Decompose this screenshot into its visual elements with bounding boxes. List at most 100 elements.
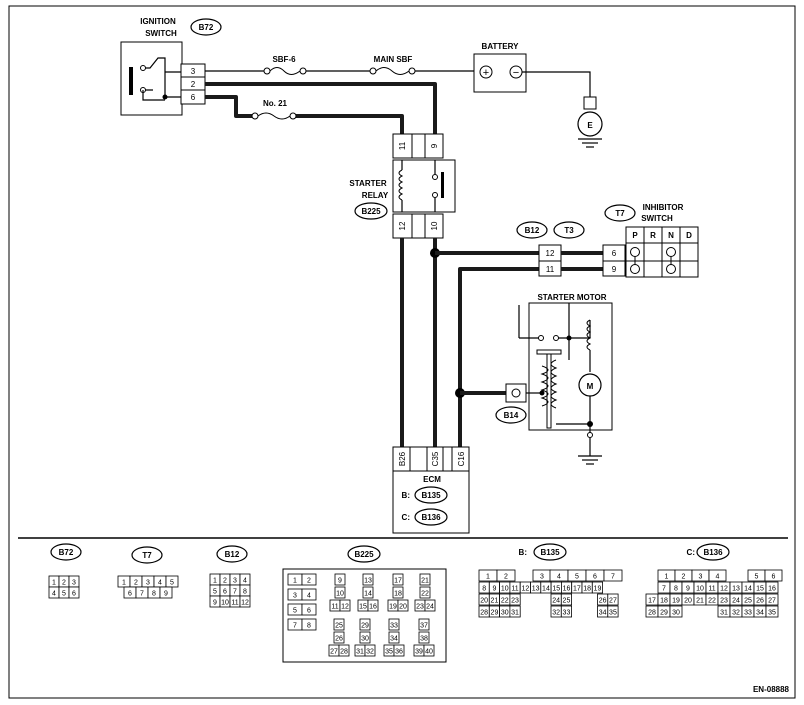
relay-bottom-pins xyxy=(392,213,444,239)
face-b135-pin-label: 27 xyxy=(609,598,617,605)
face-b225-pin-label: 23 xyxy=(416,604,424,611)
face-b225-pin-label: 11 xyxy=(331,604,338,611)
face-b135-pin-label: 3 xyxy=(540,574,544,581)
face-b225-pin-label: 25 xyxy=(335,623,343,630)
connector-b135-label: B135 xyxy=(421,491,441,500)
face-b135-cell xyxy=(560,593,572,606)
battery-positive-terminal xyxy=(479,65,493,79)
face-b225-pin-label: 29 xyxy=(361,623,369,630)
face-b225-cell xyxy=(301,588,317,601)
face-b225-cell xyxy=(424,599,436,612)
connector-t7-badge xyxy=(604,204,636,222)
face-b136-pin-label: 30 xyxy=(672,610,680,617)
face-b135-pin-label: 4 xyxy=(557,574,561,581)
field-coil xyxy=(586,319,592,351)
face-b225-pin-label: 19 xyxy=(389,604,397,611)
face-b136-pin-label: 31 xyxy=(720,610,728,617)
connector-b136-badge xyxy=(414,508,448,526)
face-b225-cell xyxy=(359,631,371,644)
face-b225-pin-label: 10 xyxy=(336,591,344,598)
relay-armature xyxy=(441,172,444,198)
face-b225-pin-label: 39 xyxy=(415,649,423,656)
b12-pin-12: 12 xyxy=(546,249,555,258)
face-b136-label: B136 xyxy=(703,548,723,557)
face-b135-pin-label: 32 xyxy=(552,610,560,617)
face-b135-pin-label: 15 xyxy=(552,586,560,593)
face-b225-cell xyxy=(301,618,317,631)
inhibitor-switch-label-2: SWITCH xyxy=(641,214,673,223)
face-b136-pin-label: 3 xyxy=(699,574,703,581)
face-b136-pin-label: 35 xyxy=(768,610,776,617)
face-b135-pin-label: 8 xyxy=(482,586,486,593)
face-b136-pin-label: 4 xyxy=(716,574,720,581)
face-b135-pin-label: 26 xyxy=(599,598,607,605)
face-b135-cell xyxy=(607,605,619,618)
face-b135-cell xyxy=(509,593,521,606)
fuse-sbf6-element xyxy=(269,67,301,75)
plunger-rod xyxy=(546,353,552,429)
face-b225-cell xyxy=(418,618,430,631)
face-b135-pin-label: 22 xyxy=(501,598,509,605)
face-b135-pin-label: 14 xyxy=(542,586,550,593)
face-b72-pin-label: 1 xyxy=(52,580,56,587)
wire-ign6-to-fuse21 xyxy=(205,95,252,118)
top-wiring: SBF-6 MAIN SBF BATTERY + − E No. 21 xyxy=(205,42,603,148)
face-b225-cell xyxy=(333,618,345,631)
connector-b14-badge xyxy=(495,406,527,424)
wire-ecm-c16-to-b12-pin11 xyxy=(458,267,539,447)
ignition-switch: IGNITION SWITCH B72 3 2 6 xyxy=(120,17,222,116)
face-b135-pin-label: 29 xyxy=(491,610,499,617)
switch-internal-wiring xyxy=(142,57,181,101)
face-b136-pin-label: 15 xyxy=(756,586,764,593)
b12-t3-connector: B12 T3 12 11 xyxy=(516,221,603,277)
face-b135-pin-label: 5 xyxy=(575,574,579,581)
face-b12-pin-label: 6 xyxy=(223,589,227,596)
face-b225-pin-label: 28 xyxy=(340,649,348,656)
fuse-terminal xyxy=(369,67,377,75)
face-b225-cell xyxy=(397,599,409,612)
face-b225-pin-label: 38 xyxy=(420,636,428,643)
face-b225-cell xyxy=(392,586,404,599)
face-b136-pin-label: 13 xyxy=(732,586,740,593)
face-t7-pin-label: 3 xyxy=(146,580,150,587)
face-b225-cell xyxy=(388,631,400,644)
fuse-main-element xyxy=(375,67,410,75)
face-b135-pin-label: 9 xyxy=(492,586,496,593)
fuse-sbf6-label: SBF-6 xyxy=(272,55,296,64)
face-b225-pin-label: 27 xyxy=(330,649,338,656)
face-b225-pin-label: 12 xyxy=(341,604,349,611)
face-b12-cell xyxy=(239,595,251,608)
fuse-no21-label: No. 21 xyxy=(263,99,288,108)
face-b136-pin-label: 24 xyxy=(732,598,740,605)
face-b225-pin-label: 36 xyxy=(395,649,403,656)
ecm-pin-c16: C16 xyxy=(457,451,466,466)
face-b136-cell xyxy=(708,569,727,582)
relay-pin-9: 9 xyxy=(430,143,439,148)
face-b225-label: B225 xyxy=(354,550,374,559)
face-b225-pin-label: 26 xyxy=(335,636,343,643)
ecm-b-prefix: B: xyxy=(402,491,410,500)
face-b225-pin-label: 22 xyxy=(421,591,429,598)
face-b135-pin-label: 12 xyxy=(521,586,529,593)
face-b225-cell xyxy=(418,631,430,644)
pull-in-coil xyxy=(540,365,549,407)
face-b135-pin-label: 21 xyxy=(491,598,499,605)
ecm: B26 C35 C16 ECM B: B135 C: B136 xyxy=(392,446,470,534)
face-b135-pin-label: 25 xyxy=(563,598,571,605)
inhibitor-switch-label-1: INHIBITOR xyxy=(643,203,684,212)
face-b225-pin-label: 7 xyxy=(293,623,297,630)
face-b12-pin-label: 8 xyxy=(243,589,247,596)
motor-ground-wiring xyxy=(556,396,591,435)
face-t7-pin-label: 8 xyxy=(152,591,156,598)
face-b12-pin-label: 5 xyxy=(213,589,217,596)
face-b225-cell xyxy=(339,599,351,612)
face-b225-cell xyxy=(423,644,435,657)
starter-relay-label-1: STARTER xyxy=(349,179,386,188)
face-b12-pin-label: 3 xyxy=(233,578,237,585)
fuse-terminal xyxy=(263,67,271,75)
ign-pin-2: 2 xyxy=(191,80,196,89)
